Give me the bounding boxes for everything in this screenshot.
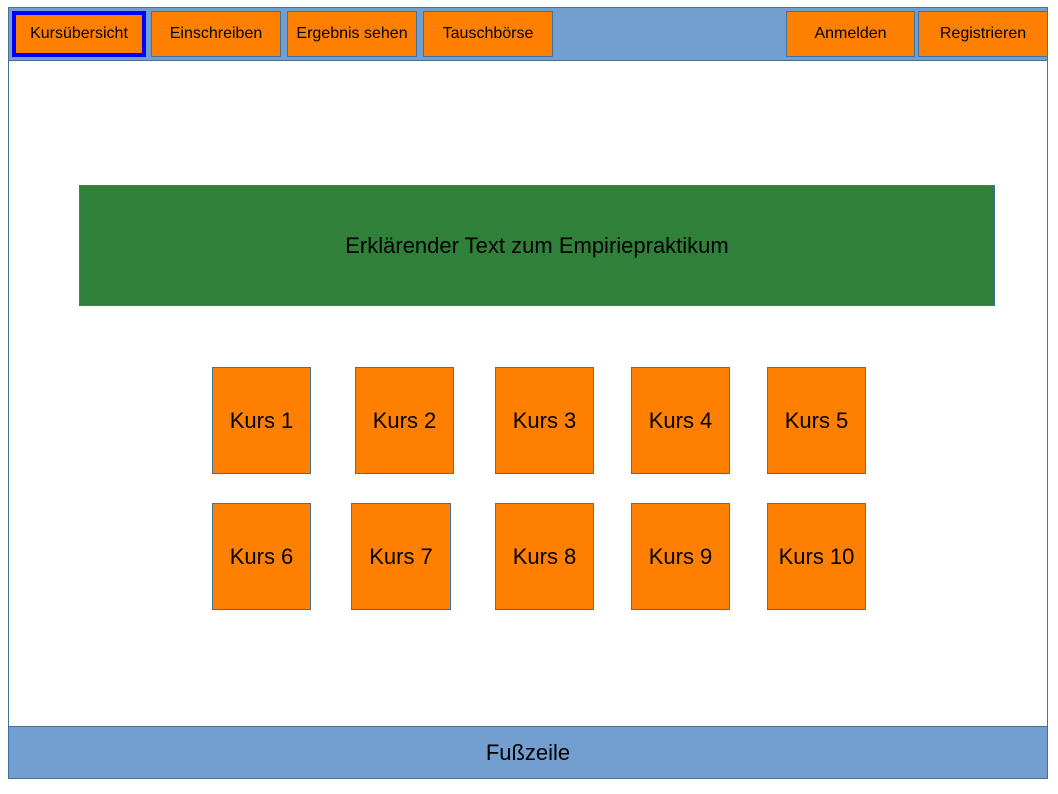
login-button[interactable]: Anmelden xyxy=(786,11,915,57)
course-tile-2[interactable]: Kurs 2 xyxy=(355,367,454,474)
nav-button-kursuebersicht[interactable]: Kursübersicht xyxy=(12,11,146,57)
course-tile-5[interactable]: Kurs 5 xyxy=(767,367,866,474)
course-tile-8[interactable]: Kurs 8 xyxy=(495,503,594,610)
nav-button-ergebnis-sehen[interactable]: Ergebnis sehen xyxy=(287,11,417,57)
course-tile-6[interactable]: Kurs 6 xyxy=(212,503,311,610)
course-tile-3[interactable]: Kurs 3 xyxy=(495,367,594,474)
footer-text: Fußzeile xyxy=(485,739,571,765)
intro-text-box: Erklärender Text zum Empiriepraktikum xyxy=(79,185,995,306)
footer: Fußzeile xyxy=(8,726,1048,779)
nav-button-einschreiben[interactable]: Einschreiben xyxy=(151,11,281,57)
register-button[interactable]: Registrieren xyxy=(918,11,1048,57)
intro-text: Erklärender Text zum Empiriepraktikum xyxy=(345,232,729,258)
course-tile-7[interactable]: Kurs 7 xyxy=(351,503,451,610)
course-tile-4[interactable]: Kurs 4 xyxy=(631,367,730,474)
course-tile-9[interactable]: Kurs 9 xyxy=(631,503,730,610)
course-tile-1[interactable]: Kurs 1 xyxy=(212,367,311,474)
nav-button-tauschboerse[interactable]: Tauschbörse xyxy=(423,11,553,57)
course-tile-10[interactable]: Kurs 10 xyxy=(767,503,866,610)
